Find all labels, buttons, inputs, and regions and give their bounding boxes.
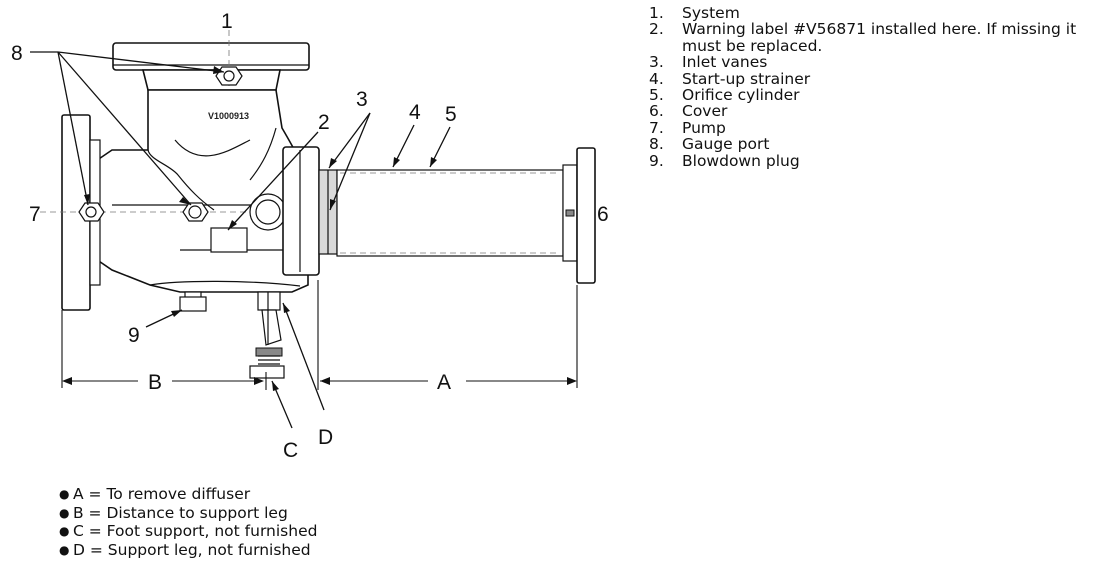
callout-1: 1	[221, 10, 233, 33]
note-text: C = Foot support, not furnished	[73, 522, 318, 541]
legend-number: 2.	[649, 20, 664, 39]
dimension-notes: ●A = To remove diffuser ●B = Distance to…	[59, 485, 479, 559]
leader-lines	[30, 51, 451, 429]
callout-2: 2	[318, 111, 330, 134]
bullet-icon: ●	[59, 487, 70, 501]
legend-item: 7. Pump	[649, 118, 1104, 137]
legend-item: 3. Inlet vanes	[649, 53, 1104, 72]
note-item: ●A = To remove diffuser	[59, 485, 479, 504]
callout-7: 7	[29, 203, 41, 226]
legend-text: System	[682, 4, 740, 22]
note-item: ●D = Support leg, not furnished	[59, 541, 479, 560]
legend-text: Warning label #V56871 installed here. If…	[682, 20, 1077, 55]
legend-number: 5.	[649, 86, 664, 105]
legend-number: 9.	[649, 151, 664, 170]
legend-text: Blowdown plug	[682, 151, 800, 170]
support-leg	[257, 291, 282, 346]
system-flange	[112, 30, 310, 150]
callout-5: 5	[445, 103, 457, 126]
callout-8: 8	[11, 42, 23, 65]
cover-flange	[562, 147, 596, 284]
gauge-port-middle	[182, 202, 209, 222]
legend-number: 1.	[649, 4, 664, 22]
stamp-text: V1000913	[208, 111, 249, 121]
note-item: ●C = Foot support, not furnished	[59, 522, 479, 541]
legend-item: 1. System	[649, 4, 1104, 22]
callout-4: 4	[409, 101, 421, 124]
legend-text: Cover	[682, 102, 728, 121]
orifice-cylinder	[336, 169, 564, 257]
legend-item: 2. Warning label #V56871 installed here. …	[649, 21, 1104, 54]
legend-text: Inlet vanes	[682, 53, 768, 72]
foot-support	[249, 347, 285, 379]
legend-number: 8.	[649, 135, 664, 154]
gauge-port-left	[78, 202, 105, 222]
callout-3: 3	[356, 88, 368, 111]
callout-6: 6	[597, 203, 609, 226]
inlet-vanes	[318, 169, 338, 255]
legend-item: 9. Blowdown plug	[649, 151, 1104, 170]
legend-text: Pump	[682, 118, 726, 137]
dimension-c-label: C	[283, 439, 298, 462]
note-text: A = To remove diffuser	[73, 485, 251, 503]
note-item: ●B = Distance to support leg	[59, 504, 479, 523]
bullet-icon: ●	[59, 524, 70, 539]
callout-9: 9	[128, 324, 140, 347]
legend-item: 8. Gauge port	[649, 135, 1104, 154]
side-boss	[249, 193, 287, 231]
note-text: B = Distance to support leg	[73, 503, 288, 522]
legend-text: Start-up strainer	[682, 69, 811, 88]
legend-item: 5. Orifice cylinder	[649, 86, 1104, 105]
legend-number: 7.	[649, 118, 664, 137]
legend-item: 4. Start-up strainer	[649, 69, 1104, 88]
dimension-d-label: D	[318, 426, 333, 449]
legend-number: 3.	[649, 53, 664, 72]
legend-number: 6.	[649, 102, 664, 121]
legend-text: Gauge port	[682, 135, 770, 154]
body-outlet-flange	[282, 146, 320, 276]
dimension-a-label: A	[437, 371, 451, 394]
blowdown-plug	[179, 291, 207, 312]
diffuser-body: V1000913	[89, 89, 309, 293]
legend-item: 6. Cover	[649, 102, 1104, 121]
note-text: D = Support leg, not furnished	[73, 540, 311, 559]
parts-legend: 1. System 2. Warning label #V56871 install…	[649, 5, 1104, 169]
bullet-icon: ●	[59, 505, 70, 520]
legend-number: 4.	[649, 69, 664, 88]
dimension-b-label: B	[148, 371, 162, 394]
bullet-icon: ●	[59, 542, 70, 557]
warning-label	[210, 227, 248, 253]
dimension-lines	[61, 280, 578, 390]
legend-text: Orifice cylinder	[682, 86, 800, 105]
